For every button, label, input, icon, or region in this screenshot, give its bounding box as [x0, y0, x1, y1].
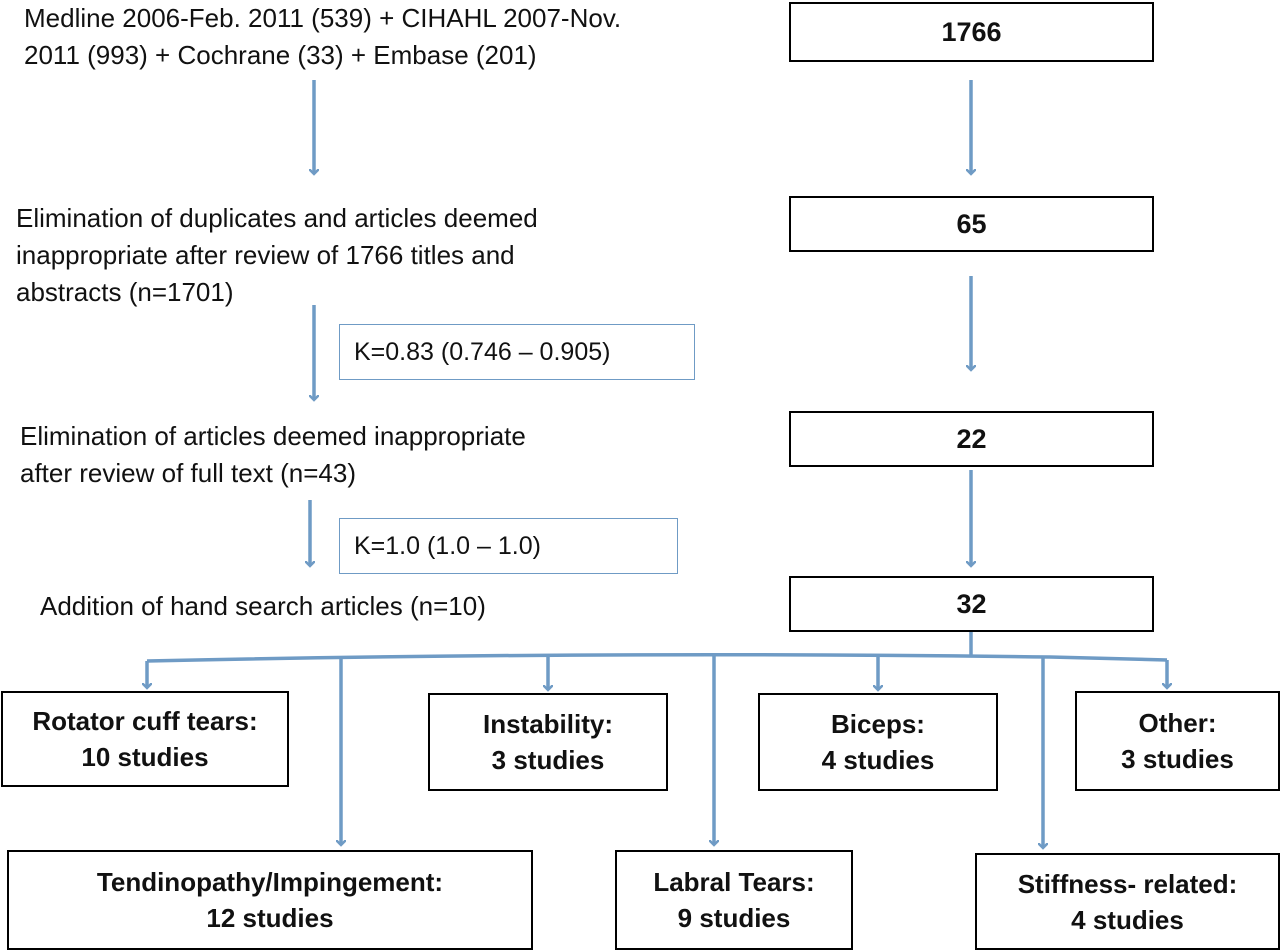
category-labral-tears: Labral Tears: 9 studies: [615, 850, 853, 950]
category-tendinopathy: Tendinopathy/Impingement: 12 studies: [7, 850, 533, 950]
count-box-22: 22: [789, 411, 1154, 467]
elimination-step-2: Elimination of articles deemed inappropr…: [20, 421, 526, 488]
kappa-box-1: K=0.83 (0.746 – 0.905): [339, 324, 695, 380]
category-stiffness: Stiffness- related: 4 studies: [975, 853, 1280, 950]
sources-text: Medline 2006-Feb. 2011 (539) + CIHAHL 20…: [24, 3, 622, 70]
category-rotator-cuff: Rotator cuff tears: 10 studies: [1, 691, 289, 787]
kappa-box-2: K=1.0 (1.0 – 1.0): [339, 518, 678, 574]
count-box-65: 65: [789, 196, 1154, 252]
count-box-32: 32: [789, 576, 1154, 632]
category-other: Other: 3 studies: [1075, 691, 1280, 791]
addition-step: Addition of hand search articles (n=10): [40, 591, 486, 621]
category-biceps: Biceps: 4 studies: [758, 693, 998, 791]
category-instability: Instability: 3 studies: [428, 693, 668, 791]
count-box-1766: 1766: [789, 2, 1154, 62]
elimination-step-1: Elimination of duplicates and articles d…: [16, 203, 538, 307]
branch-line: [146, 653, 1168, 663]
